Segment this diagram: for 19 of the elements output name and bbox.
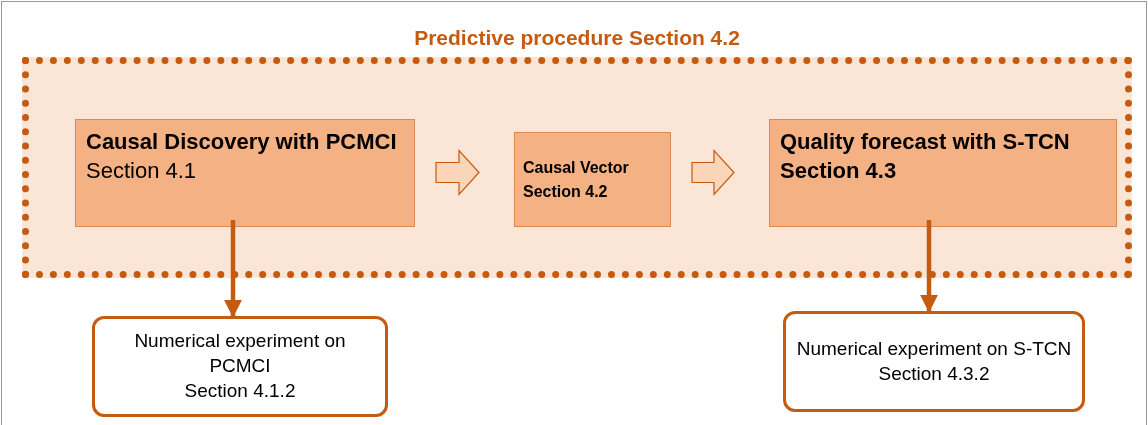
box-text: Numerical experiment on S-TCN	[795, 336, 1073, 361]
arrow	[920, 220, 938, 313]
block-arrow	[691, 148, 735, 197]
section-reference: Section 4.1.2	[183, 378, 297, 403]
section-reference: Section 4.3	[780, 156, 898, 185]
step-title: Causal Discovery with PCMCI	[86, 128, 398, 156]
arrow	[224, 220, 242, 318]
result-box	[92, 316, 388, 417]
result-box	[783, 311, 1085, 412]
section-reference: Section 4.3.2	[877, 361, 991, 386]
box-text: Numerical experiment on PCMCI	[133, 329, 347, 379]
section-reference: Section 4.1	[86, 156, 198, 185]
process-box	[514, 132, 671, 227]
step-title: Quality forecast with S-TCN	[780, 128, 1071, 156]
step-title: Causal Vector Section 4.2	[523, 157, 630, 202]
process-box	[769, 119, 1117, 227]
group-title: Predictive procedure Section 4.2	[413, 26, 741, 50]
block-arrow	[435, 148, 480, 197]
process-box	[75, 119, 415, 227]
